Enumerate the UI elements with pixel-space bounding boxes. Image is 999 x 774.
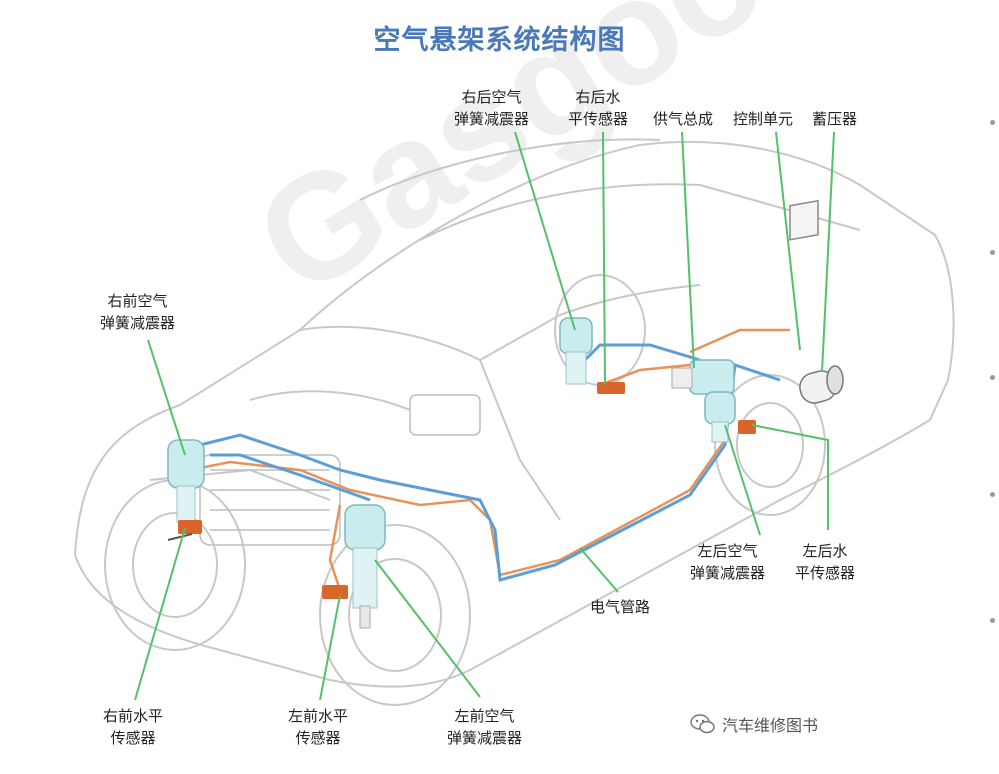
rear-right-strut bbox=[559, 317, 593, 385]
edge-dot bbox=[990, 492, 995, 497]
front-left-strut bbox=[344, 504, 386, 629]
leader-rr-strut bbox=[514, 131, 576, 331]
edge-dot bbox=[990, 120, 995, 125]
wechat-icon bbox=[690, 714, 715, 734]
leader-lines bbox=[134, 131, 835, 701]
edge-dot bbox=[990, 250, 995, 255]
car-body-outline bbox=[74, 138, 955, 688]
credit-text: 汽车维修图书 bbox=[722, 716, 819, 735]
engine-block bbox=[199, 394, 481, 546]
leader-rr-sensor bbox=[602, 131, 606, 386]
label-rear-left-air-strut: 左后空气 弹簧减震器 bbox=[690, 542, 766, 582]
rear-left-strut bbox=[704, 391, 736, 443]
rear-left-level-sensor bbox=[738, 420, 756, 434]
leader-fr-strut bbox=[147, 339, 186, 456]
label-control-unit: 控制单元 bbox=[733, 110, 794, 128]
control-unit bbox=[789, 199, 819, 241]
electrical-line bbox=[189, 328, 790, 591]
leader-rl-sensor bbox=[751, 424, 829, 530]
leader-fl-sensor bbox=[319, 594, 341, 701]
label-rear-left-level-sensor: 左后水 平传感器 bbox=[795, 542, 856, 582]
front-left-level-sensor bbox=[322, 585, 348, 599]
label-front-right-air-strut: 右前空气 弹簧减震器 bbox=[100, 292, 176, 332]
label-rear-right-air-strut: 右后空气 弹簧减震器 bbox=[454, 88, 530, 128]
diagram-title: 空气悬架系统结构图 bbox=[373, 25, 626, 56]
edge-dot bbox=[990, 618, 995, 623]
label-front-left-level-sensor: 左前水平 传感器 bbox=[288, 707, 349, 747]
rear-right-level-sensor bbox=[597, 382, 625, 394]
supply-unit bbox=[671, 359, 735, 395]
leader-supply bbox=[681, 131, 695, 369]
leader-rl-strut bbox=[724, 424, 761, 536]
leader-accumulator bbox=[821, 131, 835, 373]
front-right-strut bbox=[167, 439, 205, 523]
leader-fl-strut bbox=[374, 559, 481, 698]
edge-dot bbox=[990, 375, 995, 380]
label-front-left-air-strut: 左前空气 弹簧减震器 bbox=[447, 707, 523, 747]
leader-pipe bbox=[579, 547, 619, 593]
label-accumulator: 蓄压器 bbox=[812, 110, 858, 128]
leader-control bbox=[775, 131, 801, 351]
label-air-supply-unit: 供气总成 bbox=[653, 110, 714, 128]
label-electrical-lines: 电气管路 bbox=[590, 598, 651, 616]
label-rear-right-level-sensor: 右后水 平传感器 bbox=[568, 88, 629, 128]
accumulator bbox=[799, 365, 844, 404]
label-front-right-level-sensor: 右前水平 传感器 bbox=[103, 707, 164, 747]
leader-fr-sensor bbox=[134, 527, 186, 701]
air-line bbox=[199, 343, 781, 582]
credit-badge: 汽车维修图书 bbox=[690, 712, 818, 736]
